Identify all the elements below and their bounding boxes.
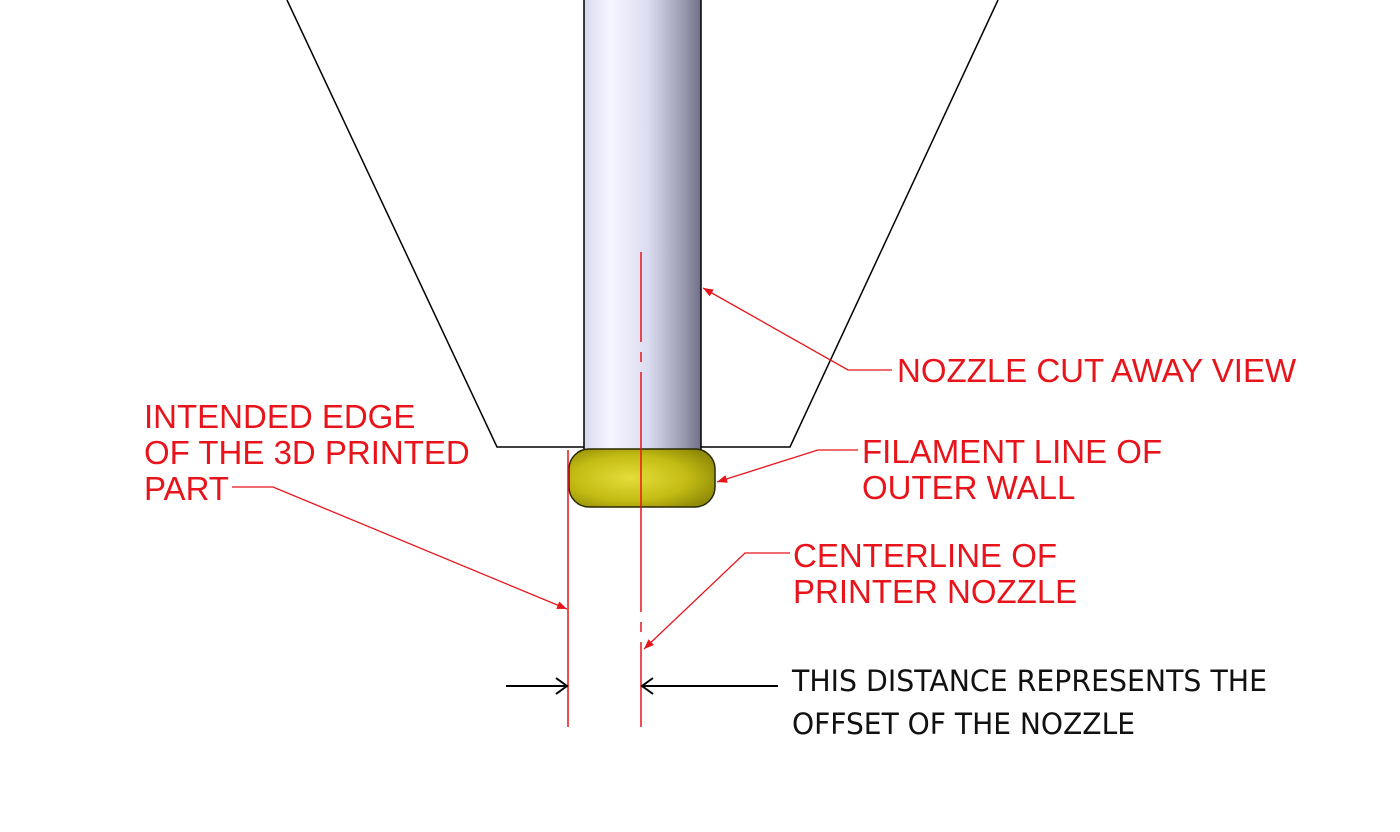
intended-edge-label-line-2: OF THE 3D PRINTED bbox=[144, 434, 470, 471]
leader-filament-line bbox=[716, 449, 858, 483]
intended-edge-label: INTENDED EDGE OF THE 3D PRINTED PART bbox=[144, 398, 470, 507]
offset-dimension bbox=[506, 677, 778, 695]
filament-line-label-line-2: OUTER WALL bbox=[862, 469, 1075, 506]
leader-centerline bbox=[643, 552, 790, 650]
nozzle-bore-tube bbox=[583, 0, 702, 451]
intended-edge-label-line-1: INTENDED EDGE bbox=[144, 398, 415, 435]
centerline-label-line-1: CENTERLINE OF bbox=[793, 537, 1057, 574]
nozzle-cutaway-label: NOZZLE CUT AWAY VIEW bbox=[897, 352, 1297, 389]
filament-line-label: FILAMENT LINE OF OUTER WALL bbox=[862, 433, 1162, 506]
offset-note-line-1: THIS DISTANCE REPRESENTS THE bbox=[791, 664, 1267, 698]
centerline-label-line-2: PRINTER NOZZLE bbox=[793, 573, 1077, 610]
offset-note: THIS DISTANCE REPRESENTS THE OFFSET OF T… bbox=[791, 664, 1267, 741]
offset-note-line-2: OFFSET OF THE NOZZLE bbox=[792, 707, 1135, 741]
centerline-label: CENTERLINE OF PRINTER NOZZLE bbox=[793, 537, 1077, 610]
filament-bead bbox=[568, 448, 716, 508]
filament-line-label-line-1: FILAMENT LINE OF bbox=[862, 433, 1162, 470]
intended-edge-label-line-3: PART bbox=[144, 470, 229, 507]
leader-nozzle-cutaway bbox=[702, 287, 892, 371]
leader-intended-edge bbox=[232, 486, 568, 610]
